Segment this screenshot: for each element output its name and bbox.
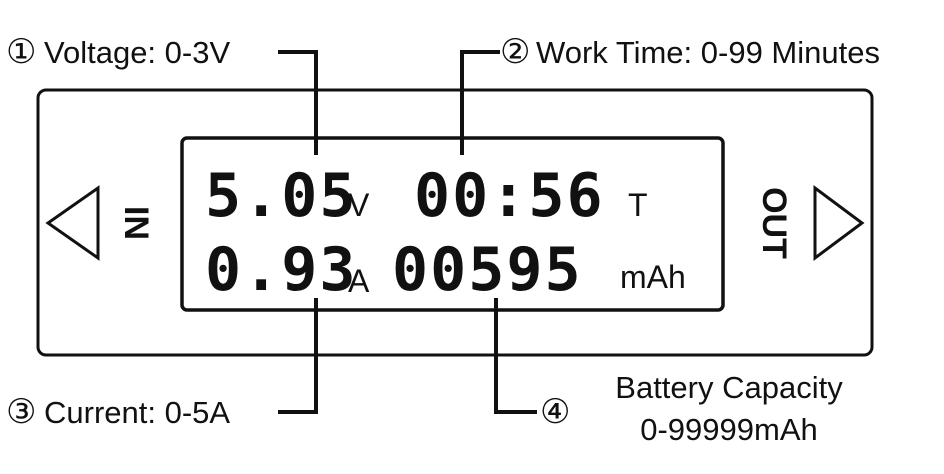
output-arrow-icon bbox=[813, 185, 865, 261]
callout-1-marker: ① bbox=[6, 33, 36, 71]
callout-4-label-line1: Battery Capacity bbox=[615, 370, 843, 405]
callout-3-label: Current: 0-5A bbox=[44, 395, 230, 430]
capacity-leader-line bbox=[494, 298, 537, 414]
capacity-unit: mAh bbox=[620, 259, 686, 295]
in-label: IN bbox=[117, 206, 155, 240]
capacity-reading: 00595 bbox=[392, 235, 583, 305]
callout-4-label-line2: 0-99999mAh bbox=[640, 412, 818, 447]
voltage-unit: V bbox=[348, 187, 370, 223]
voltage-reading: 5.05 bbox=[205, 161, 358, 231]
callout-2-label: Work Time: 0-99 Minutes bbox=[536, 35, 880, 70]
input-arrow-icon bbox=[45, 185, 100, 261]
current-leader-line bbox=[278, 298, 318, 414]
lcd-screen bbox=[180, 136, 725, 312]
time-reading: 00:56 bbox=[414, 161, 605, 231]
current-unit: A bbox=[348, 263, 370, 299]
callout-2-marker: ② bbox=[500, 33, 530, 71]
out-label: OUT bbox=[755, 187, 793, 259]
time-unit: T bbox=[628, 187, 648, 223]
time-leader-line bbox=[460, 50, 500, 155]
voltage-leader-line bbox=[278, 50, 318, 155]
current-reading: 0.93 bbox=[205, 235, 358, 305]
callout-4-marker: ④ bbox=[540, 393, 570, 431]
device-body bbox=[36, 88, 874, 357]
callout-3-marker: ③ bbox=[6, 393, 36, 431]
callout-1-label: Voltage: 0-3V bbox=[44, 35, 230, 70]
